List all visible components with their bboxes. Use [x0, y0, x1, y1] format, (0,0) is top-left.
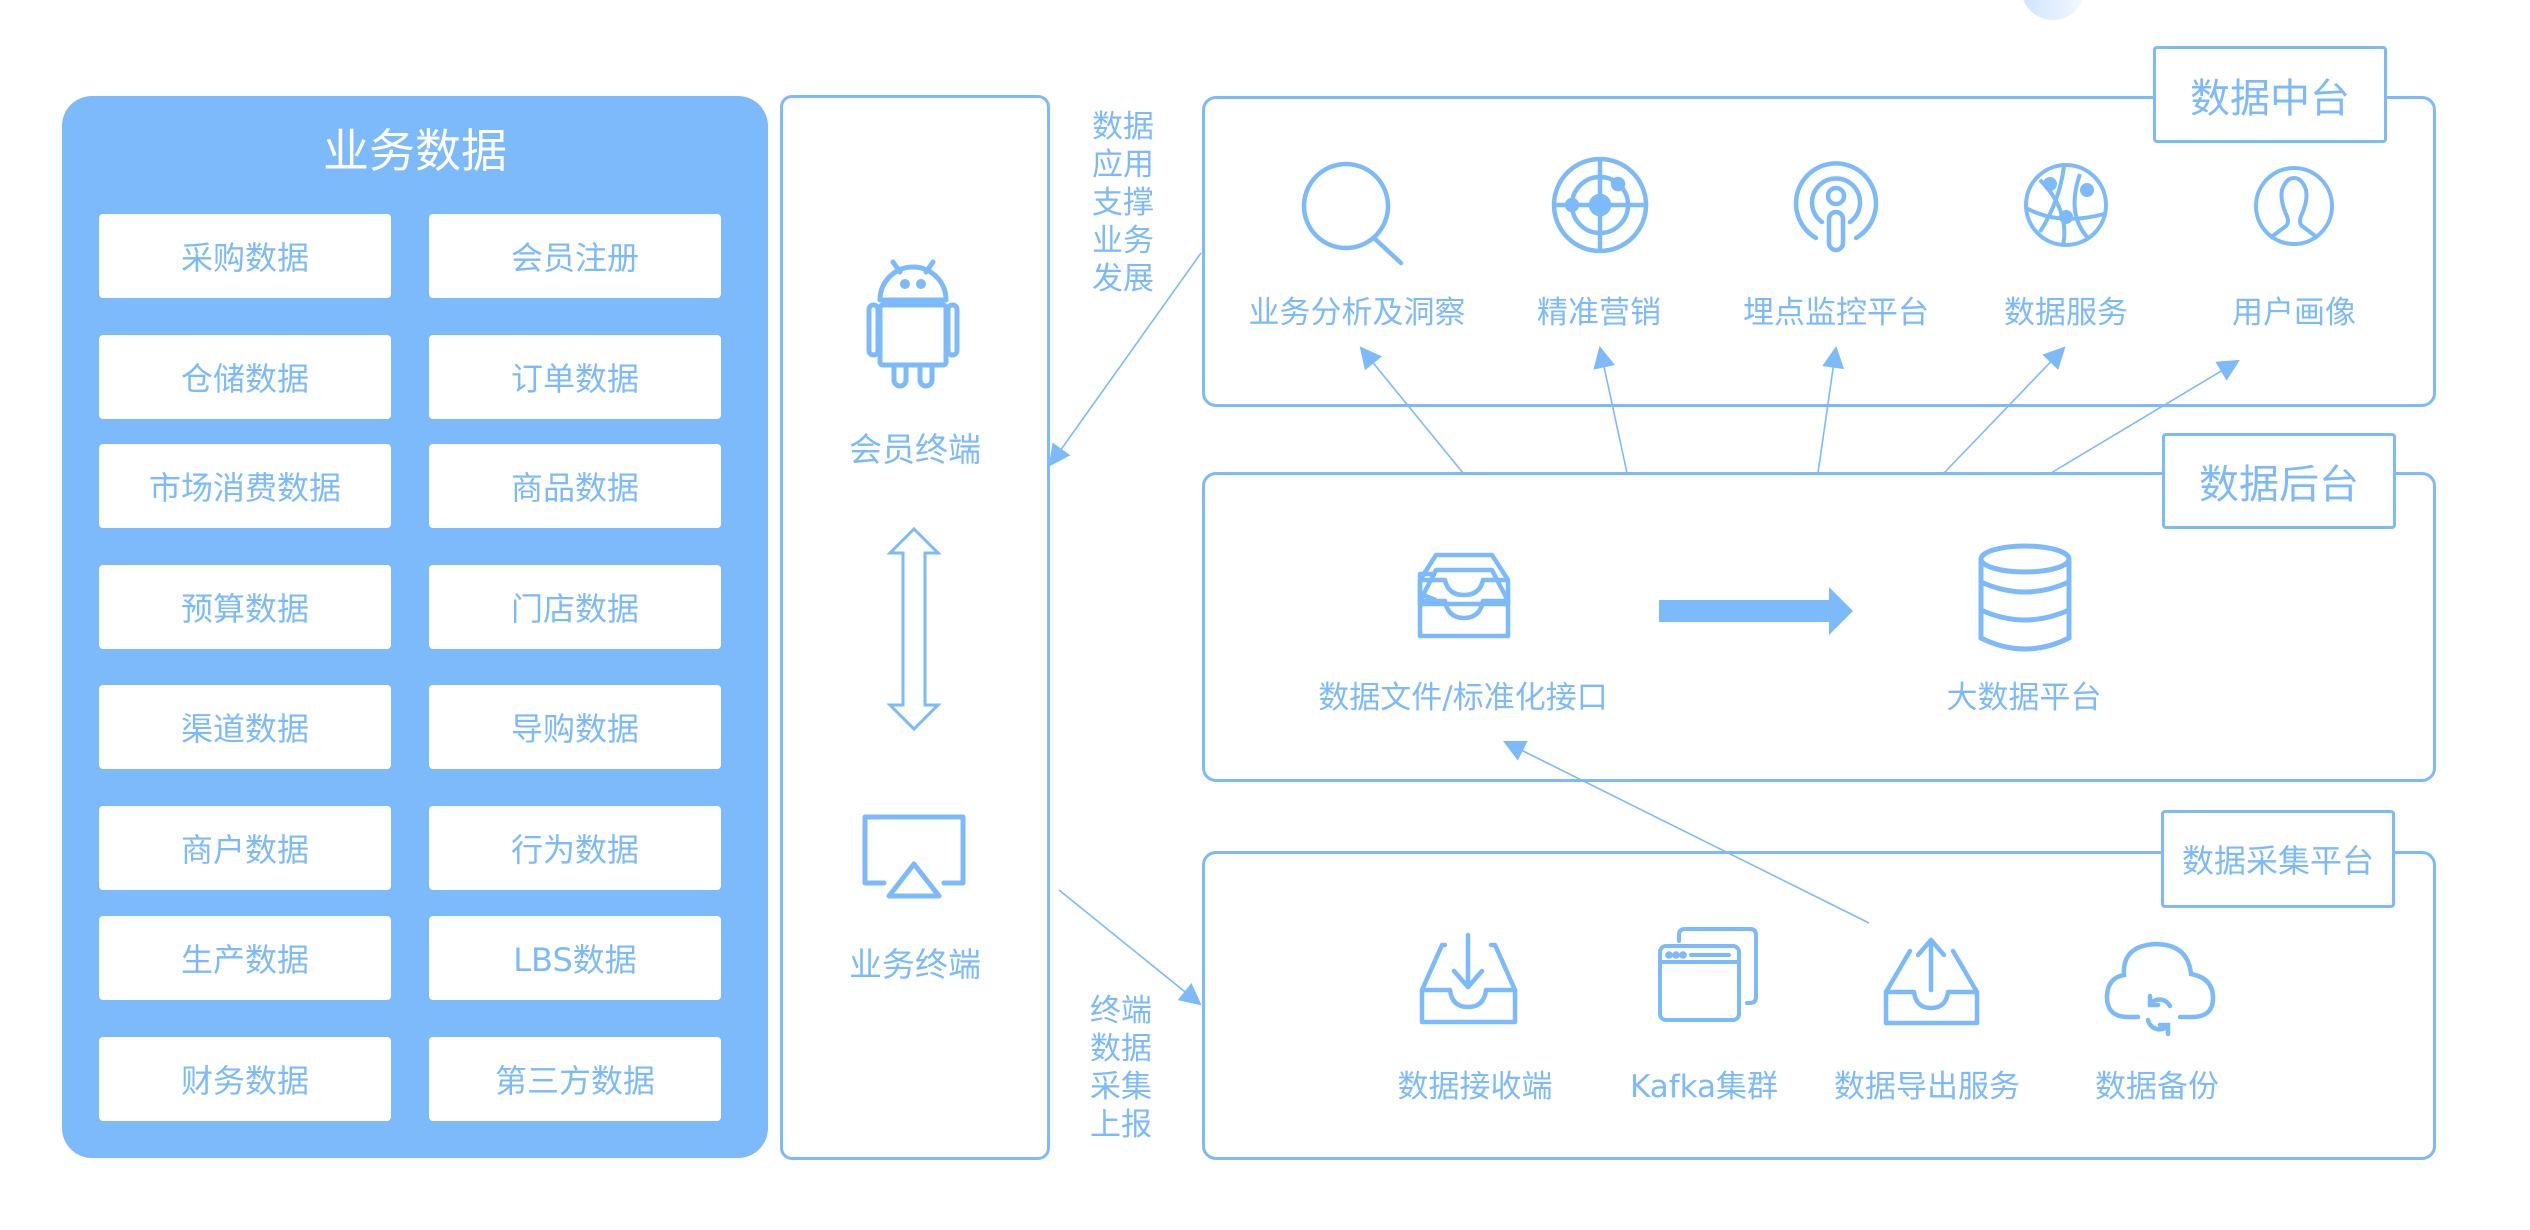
- panel-title-text: 数据中台: [2190, 75, 2350, 122]
- search-icon: [1301, 161, 1404, 266]
- annotation-line: 支撑: [1092, 185, 1154, 221]
- business-data-card: 订单数据: [429, 335, 721, 419]
- annotation-line: 业务: [1092, 223, 1154, 259]
- user-profile-icon: [2254, 166, 2334, 246]
- arrow-backend-to-analysis: [1359, 346, 1464, 474]
- item-label-precision-marketing: 精准营销: [1537, 295, 1661, 331]
- data-collection-title: 数据采集平台: [2161, 810, 2395, 908]
- arrow-business-terminal-to-collection: [1058, 889, 1202, 1006]
- target-icon: [1551, 156, 1649, 254]
- flow-arrow-icon: [1659, 587, 1853, 635]
- arrow-export-to-data-files: [1503, 740, 1870, 924]
- inbox-download-icon: [1419, 932, 1518, 1025]
- business-data-card: 商户数据: [99, 806, 391, 890]
- annotation-line: 发展: [1092, 261, 1154, 297]
- database-icon: [1978, 543, 2072, 652]
- item-label-data-service: 数据服务: [2004, 295, 2128, 331]
- arrow-backend-to-data-service: [1943, 346, 2066, 474]
- business-terminal-label: 业务终端: [849, 945, 981, 984]
- item-label-big-data-platform: 大数据平台: [1946, 680, 2102, 716]
- item-label-data-export: 数据导出服务: [1834, 1069, 2020, 1105]
- business-data-card: 仓储数据: [99, 335, 391, 419]
- business-data-card: LBS数据: [429, 916, 721, 1000]
- windows-icon: [1658, 927, 1758, 1022]
- business-data-title: 业务数据: [323, 124, 507, 178]
- panel-title-text: 数据采集平台: [2181, 842, 2374, 880]
- inbox-upload-icon: [1883, 937, 1980, 1026]
- item-label-tracking-monitor: 埋点监控平台: [1743, 295, 1929, 331]
- cloud-sync-icon: [2104, 941, 2216, 1037]
- business-data-card: 商品数据: [429, 444, 721, 528]
- item-label-kafka-cluster: Kafka集群: [1629, 1069, 1779, 1105]
- member-terminal-label: 会员终端: [849, 430, 981, 469]
- annotation-line: 数据: [1092, 109, 1154, 145]
- annotation-line: 终端: [1090, 993, 1152, 1029]
- item-label-business-analysis: 业务分析及洞察: [1248, 295, 1466, 331]
- airplay-icon: [862, 814, 966, 899]
- business-data-card: 预算数据: [99, 565, 391, 649]
- business-data-card: 会员注册: [429, 214, 721, 298]
- android-icon: [866, 259, 960, 389]
- business-data-card: 第三方数据: [429, 1037, 721, 1121]
- data-middle-platform-title: 数据中台: [2153, 46, 2387, 143]
- business-data-card: 市场消费数据: [99, 444, 391, 528]
- annotation-line: 采集: [1090, 1069, 1152, 1105]
- data-middle-platform-panel: [1202, 96, 2436, 407]
- double-arrow-icon: [886, 526, 942, 732]
- item-label-data-backup: 数据备份: [2095, 1069, 2219, 1105]
- annotation-line: 应用: [1092, 147, 1154, 183]
- annotation-terminal-data-report: 终端 数据 采集 上报: [1086, 992, 1156, 1144]
- globe-network-icon: [2024, 163, 2108, 247]
- item-label-data-receiver: 数据接收端: [1397, 1069, 1553, 1105]
- terminal-panel: [780, 95, 1050, 1160]
- decorative-circle: [2021, 0, 2085, 20]
- business-data-card: 财务数据: [99, 1037, 391, 1121]
- annotation-line: 数据: [1090, 1031, 1152, 1067]
- arrow-backend-to-user-profile: [2050, 359, 2240, 474]
- stacked-trays-icon-top: [1417, 552, 1511, 607]
- business-data-card: 生产数据: [99, 916, 391, 1000]
- annotation-line: 上报: [1090, 1107, 1152, 1143]
- data-backend-title: 数据后台: [2162, 433, 2396, 529]
- item-label-data-files-interface: 数据文件/标准化接口: [1318, 680, 1608, 716]
- podcast-icon: [1793, 161, 1879, 253]
- business-data-card: 门店数据: [429, 565, 721, 649]
- arrow-backend-to-marketing: [1593, 345, 1628, 474]
- arrow-backend-to-tracking: [1817, 345, 1845, 474]
- business-data-card: 导购数据: [429, 685, 721, 769]
- arrow-platform-to-member-terminal: [1048, 252, 1202, 467]
- item-label-user-profile: 用户画像: [2232, 295, 2356, 331]
- business-data-card: 采购数据: [99, 214, 391, 298]
- annotation-data-supports-business: 数据 应用 支撑 业务 发展: [1088, 108, 1158, 298]
- business-data-card: 渠道数据: [99, 685, 391, 769]
- business-data-card: 行为数据: [429, 806, 721, 890]
- panel-title-text: 数据后台: [2199, 462, 2359, 508]
